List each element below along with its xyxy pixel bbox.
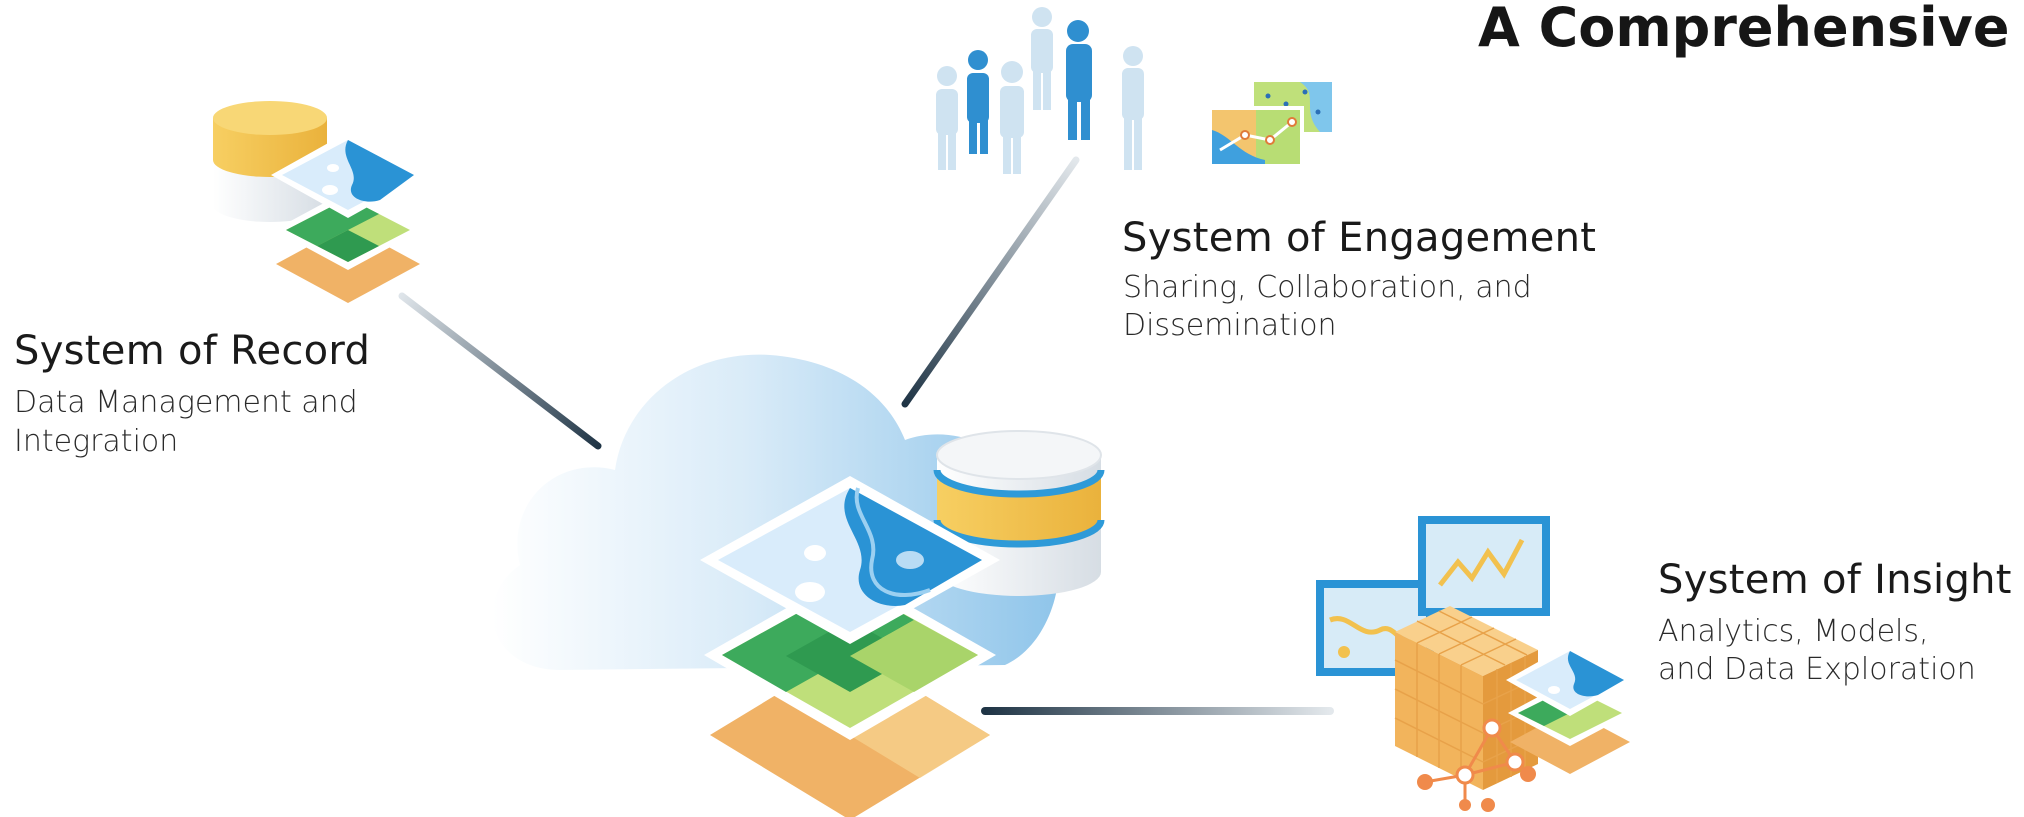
map-layers-icon [1506, 644, 1634, 774]
connector-record [398, 292, 602, 450]
system-of-record-line2: Integration [14, 424, 179, 459]
system-of-insight-line1: Analytics, Models, [1658, 614, 1929, 649]
connector-engagement [901, 156, 1080, 408]
map-layers-icon [271, 132, 425, 303]
system-of-insight-title: System of Insight [1658, 557, 2012, 603]
system-of-insight-line2: and Data Exploration [1658, 652, 1976, 687]
system-of-engagement-line2: Dissemination [1123, 308, 1337, 343]
page-title: A Comprehensive G [1478, 0, 2024, 59]
system-of-record-line1: Data Management and [14, 385, 358, 420]
system-of-record-title: System of Record [14, 328, 371, 374]
network-graph-icon [1417, 718, 1536, 812]
people-icon [936, 7, 1144, 174]
map-layers-icon [700, 476, 1000, 817]
map-sheets-icon [1208, 78, 1336, 168]
system-of-engagement-title: System of Engagement [1122, 215, 1597, 261]
system-of-engagement-line1: Sharing, Collaboration, and [1123, 270, 1532, 305]
